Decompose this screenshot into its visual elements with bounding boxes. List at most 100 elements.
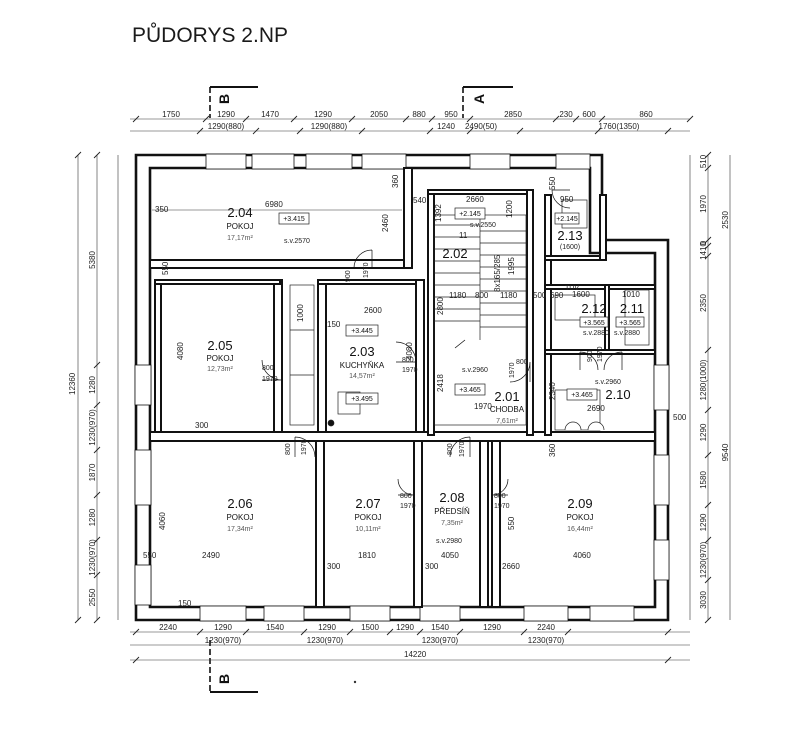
svg-text:+3.565: +3.565 (583, 320, 605, 327)
doors (261, 189, 623, 496)
right-dimension-chain: 51019700141023501280(1000)12901580129012… (689, 151, 731, 624)
svg-text:1970: 1970 (400, 503, 416, 510)
right-dim: 1290 (699, 513, 708, 531)
svg-text:s.v.2550: s.v.2550 (470, 222, 496, 229)
svg-text:800: 800 (285, 443, 292, 455)
svg-text:+3.415: +3.415 (283, 216, 305, 223)
svg-text:2660: 2660 (466, 195, 484, 204)
svg-text:1970: 1970 (262, 376, 278, 383)
room-2.10: s.v.2960 +3.465 2.10 (566, 379, 631, 402)
section-label-b-2: B (216, 674, 232, 684)
svg-text:950: 950 (560, 195, 574, 204)
room-2.07: 2.07 POKOJ 10,11m² (354, 496, 381, 533)
svg-text:1970: 1970 (301, 439, 308, 455)
svg-text:800: 800 (475, 291, 489, 300)
svg-text:1970: 1970 (459, 441, 466, 457)
room-2.11: 2.11 +3.565 s.v.2880 (614, 301, 645, 337)
left-dim: 5380 (88, 251, 97, 269)
interior-dimensions: 6980 350 360 2460 540 550 2660 1392 1200… (143, 174, 687, 608)
svg-text:1600: 1600 (572, 290, 590, 299)
svg-text:1970: 1970 (509, 362, 516, 378)
svg-text:360: 360 (548, 443, 557, 457)
bottom-dim-2: 1230(970) (528, 636, 565, 645)
svg-text:1000: 1000 (296, 304, 305, 322)
top-dim: 230 (559, 110, 573, 119)
svg-text:14,57m²: 14,57m² (349, 373, 375, 380)
top-dim: 860 (639, 110, 653, 119)
bottom-dim: 1500 (361, 623, 379, 632)
svg-text:900: 900 (587, 350, 594, 362)
section-marker-b-top: B (209, 86, 258, 118)
left-dim: 1280 (88, 508, 97, 526)
bottom-dim: 1290 (483, 623, 501, 632)
svg-text:10,11m²: 10,11m² (355, 526, 381, 533)
svg-text:360: 360 (391, 174, 400, 188)
svg-text:500: 500 (673, 413, 687, 422)
room-2.02: +2.145 s.v.2550 2.02 (442, 207, 496, 261)
svg-text:800: 800 (400, 493, 412, 500)
svg-text:POKOJ: POKOJ (226, 222, 253, 231)
svg-text:2.03: 2.03 (349, 344, 374, 359)
svg-text:150: 150 (327, 320, 341, 329)
svg-text:8x165/285: 8x165/285 (493, 254, 502, 292)
right-dim: 1280(1000) (699, 359, 708, 400)
top-dim: 600 (582, 110, 596, 119)
svg-text:1995: 1995 (507, 257, 516, 275)
section-marker-b-bottom: B (209, 640, 258, 693)
svg-text:+2.145: +2.145 (556, 216, 578, 223)
svg-text:+3.465: +3.465 (571, 392, 593, 399)
svg-text:4060: 4060 (573, 551, 591, 560)
svg-text:550: 550 (161, 261, 170, 275)
svg-text:800: 800 (402, 357, 414, 364)
svg-text:2.04: 2.04 (227, 205, 252, 220)
svg-text:1392: 1392 (434, 204, 443, 222)
left-total-dim: 12360 (68, 372, 77, 395)
top-dim-2: 1760(1350) (599, 122, 640, 131)
svg-text:2.02: 2.02 (442, 246, 467, 261)
svg-text:4080: 4080 (176, 342, 185, 360)
svg-text:POKOJ: POKOJ (226, 513, 253, 522)
svg-text:4080: 4080 (405, 342, 414, 360)
top-dim: 1470 (261, 110, 279, 119)
svg-text:7,61m²: 7,61m² (496, 418, 518, 425)
bottom-dim: 2240 (537, 623, 555, 632)
svg-text:2600: 2600 (364, 306, 382, 315)
svg-text:2800: 2800 (436, 297, 445, 315)
right-outer-dim: 2530 (721, 211, 730, 229)
top-dim: 2050 (370, 110, 388, 119)
plan-title: PŮDORYS 2.NP (132, 23, 288, 47)
svg-text:11: 11 (459, 231, 468, 240)
top-dim-2: 1290(880) (208, 122, 245, 131)
svg-text:+3.465: +3.465 (459, 387, 481, 394)
svg-text:16,44m²: 16,44m² (567, 526, 593, 533)
bottom-dim: 2240 (159, 623, 177, 632)
right-dim: 510 (699, 154, 708, 168)
svg-text:550: 550 (143, 551, 157, 560)
svg-text:550: 550 (548, 176, 557, 190)
section-label-b: B (216, 94, 232, 104)
left-dim: 1230(970) (88, 539, 97, 576)
windows (134, 153, 670, 622)
svg-text:POKOJ: POKOJ (206, 354, 233, 363)
right-dim: 1230(970) (699, 541, 708, 578)
svg-text:1970: 1970 (597, 346, 604, 362)
room-2.09: 2.09 POKOJ 16,44m² (566, 496, 593, 533)
room-2.12: TUV 2.12 +3.565 s.v.2880 (565, 285, 609, 337)
svg-text:s.v.2980: s.v.2980 (436, 538, 462, 545)
svg-text:800: 800 (516, 359, 528, 366)
svg-text:7,35m²: 7,35m² (441, 520, 463, 527)
svg-text:540: 540 (413, 196, 427, 205)
svg-text:+3.445: +3.445 (351, 328, 373, 335)
left-dim: 1230(970) (88, 409, 97, 446)
svg-text:TUV: TUV (565, 285, 579, 292)
svg-text:800: 800 (262, 365, 274, 372)
top-dim: 1750 (162, 110, 180, 119)
svg-text:POKOJ: POKOJ (354, 513, 381, 522)
bottom-total-dim: 14220 (404, 650, 427, 659)
room-2.04: 2.04 POKOJ 17,17m² +3.415 s.v.2570 (226, 205, 310, 245)
svg-text:PŘEDSÍŇ: PŘEDSÍŇ (434, 507, 470, 516)
svg-text:6980: 6980 (265, 200, 283, 209)
room-2.06: 2.06 POKOJ 17,34m² (226, 496, 253, 533)
